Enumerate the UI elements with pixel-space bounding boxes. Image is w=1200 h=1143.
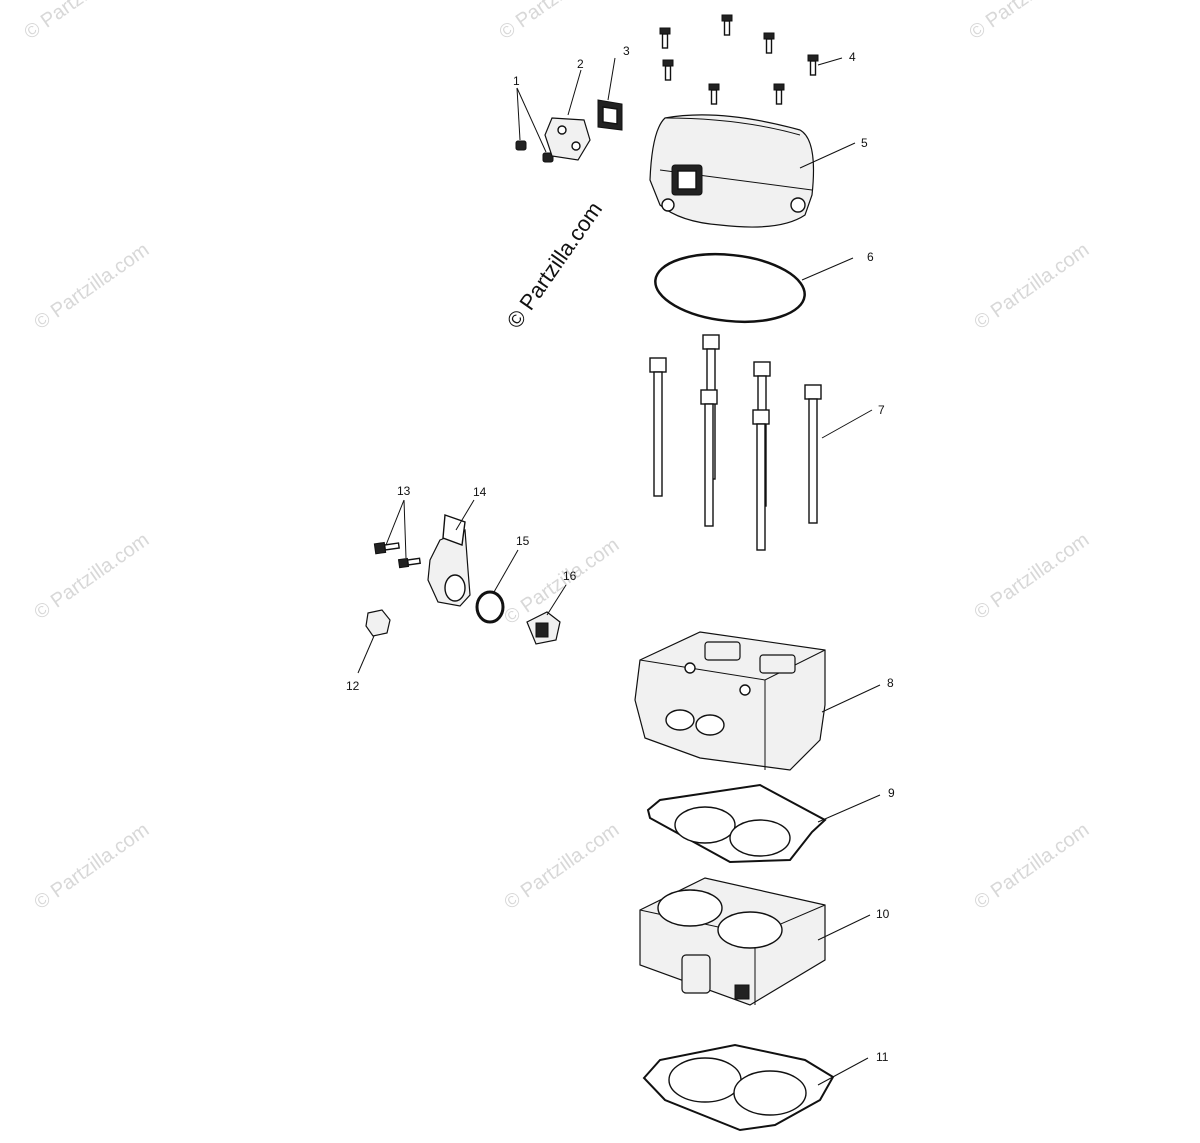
watermark: © Partzilla.com [30, 239, 153, 334]
thermostat-16[interactable] [526, 611, 561, 645]
head-gasket-9[interactable] [646, 783, 827, 864]
watermark: © Partzilla.com [970, 819, 1093, 914]
watermark: © Partzilla.com [970, 529, 1093, 624]
leader-lines [357, 57, 881, 1086]
gasket-3[interactable] [597, 99, 623, 131]
callout-4: 4 [849, 50, 856, 64]
screws-1[interactable] [515, 140, 554, 163]
callout-16: 16 [563, 569, 577, 583]
callout-9: 9 [888, 786, 895, 800]
bolt-set-4[interactable] [659, 14, 819, 105]
callout-12: 12 [346, 679, 360, 693]
main-watermark: © Partzilla.com [502, 197, 608, 333]
head-cover-5[interactable] [649, 114, 815, 228]
callout-15: 15 [516, 534, 530, 548]
callout-1: 1 [513, 74, 520, 88]
cylinder-head-8[interactable] [634, 631, 826, 771]
base-gasket-11[interactable] [642, 1043, 835, 1132]
callout-5: 5 [861, 136, 868, 150]
callout-8: 8 [887, 676, 894, 690]
callout-7: 7 [878, 403, 885, 417]
seal-ring-15[interactable] [475, 590, 505, 624]
watermark: © Partzilla.com [20, 0, 143, 44]
watermark: © Partzilla.com [500, 819, 623, 914]
cover-plate-2[interactable] [544, 117, 591, 161]
watermark: © Partzilla.com [500, 534, 623, 629]
callout-6: 6 [867, 250, 874, 264]
cylinder-10[interactable] [639, 877, 826, 1006]
callout-labels: 1 2 3 4 5 6 7 8 9 10 11 12 13 14 15 16 [346, 44, 895, 1064]
bolts-13[interactable] [373, 541, 421, 569]
watermark: © Partzilla.com [970, 239, 1093, 334]
callout-14: 14 [473, 485, 487, 499]
callout-10: 10 [876, 907, 890, 921]
watermark: © Partzilla.com [30, 529, 153, 624]
head-bolts-7[interactable] [649, 334, 822, 551]
callout-13: 13 [397, 484, 411, 498]
nut-12[interactable] [365, 609, 391, 637]
callout-11: 11 [876, 1050, 889, 1064]
callout-2: 2 [577, 57, 584, 71]
thermostat-housing-14[interactable] [427, 514, 471, 607]
o-ring-6[interactable] [652, 247, 808, 328]
watermark: © Partzilla.com [965, 0, 1088, 44]
watermark: © Partzilla.com [30, 819, 153, 914]
watermark: © Partzilla.com [495, 0, 618, 44]
callout-3: 3 [623, 44, 630, 58]
